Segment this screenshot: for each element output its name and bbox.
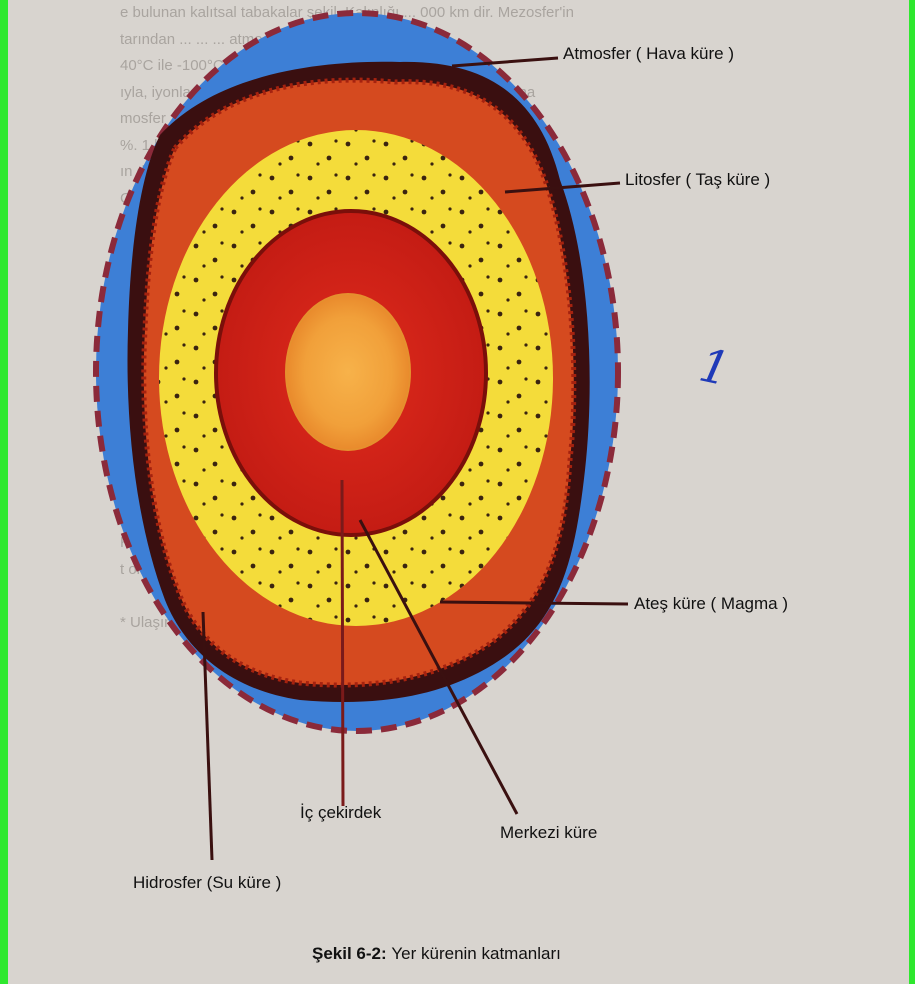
- ates-kure-leader-line: [440, 602, 628, 604]
- ic-cekirdek-leader-line: [342, 480, 343, 806]
- figure-caption: Şekil 6-2: Yer kürenin katmanları: [312, 944, 561, 964]
- label-litosfer: Litosfer ( Taş küre ): [625, 170, 770, 190]
- label-ic-cekirdek: İç çekirdek: [300, 803, 381, 823]
- label-atmosfer: Atmosfer ( Hava küre ): [563, 44, 734, 64]
- label-hidrosfer: Hidrosfer (Su küre ): [133, 873, 281, 893]
- label-ates-kure: Ateş küre ( Magma ): [634, 594, 788, 614]
- caption-figure-number: Şekil 6-2:: [312, 944, 387, 963]
- label-merkezi-kure: Merkezi küre: [500, 823, 597, 843]
- caption-text: Yer kürenin katmanları: [391, 944, 560, 963]
